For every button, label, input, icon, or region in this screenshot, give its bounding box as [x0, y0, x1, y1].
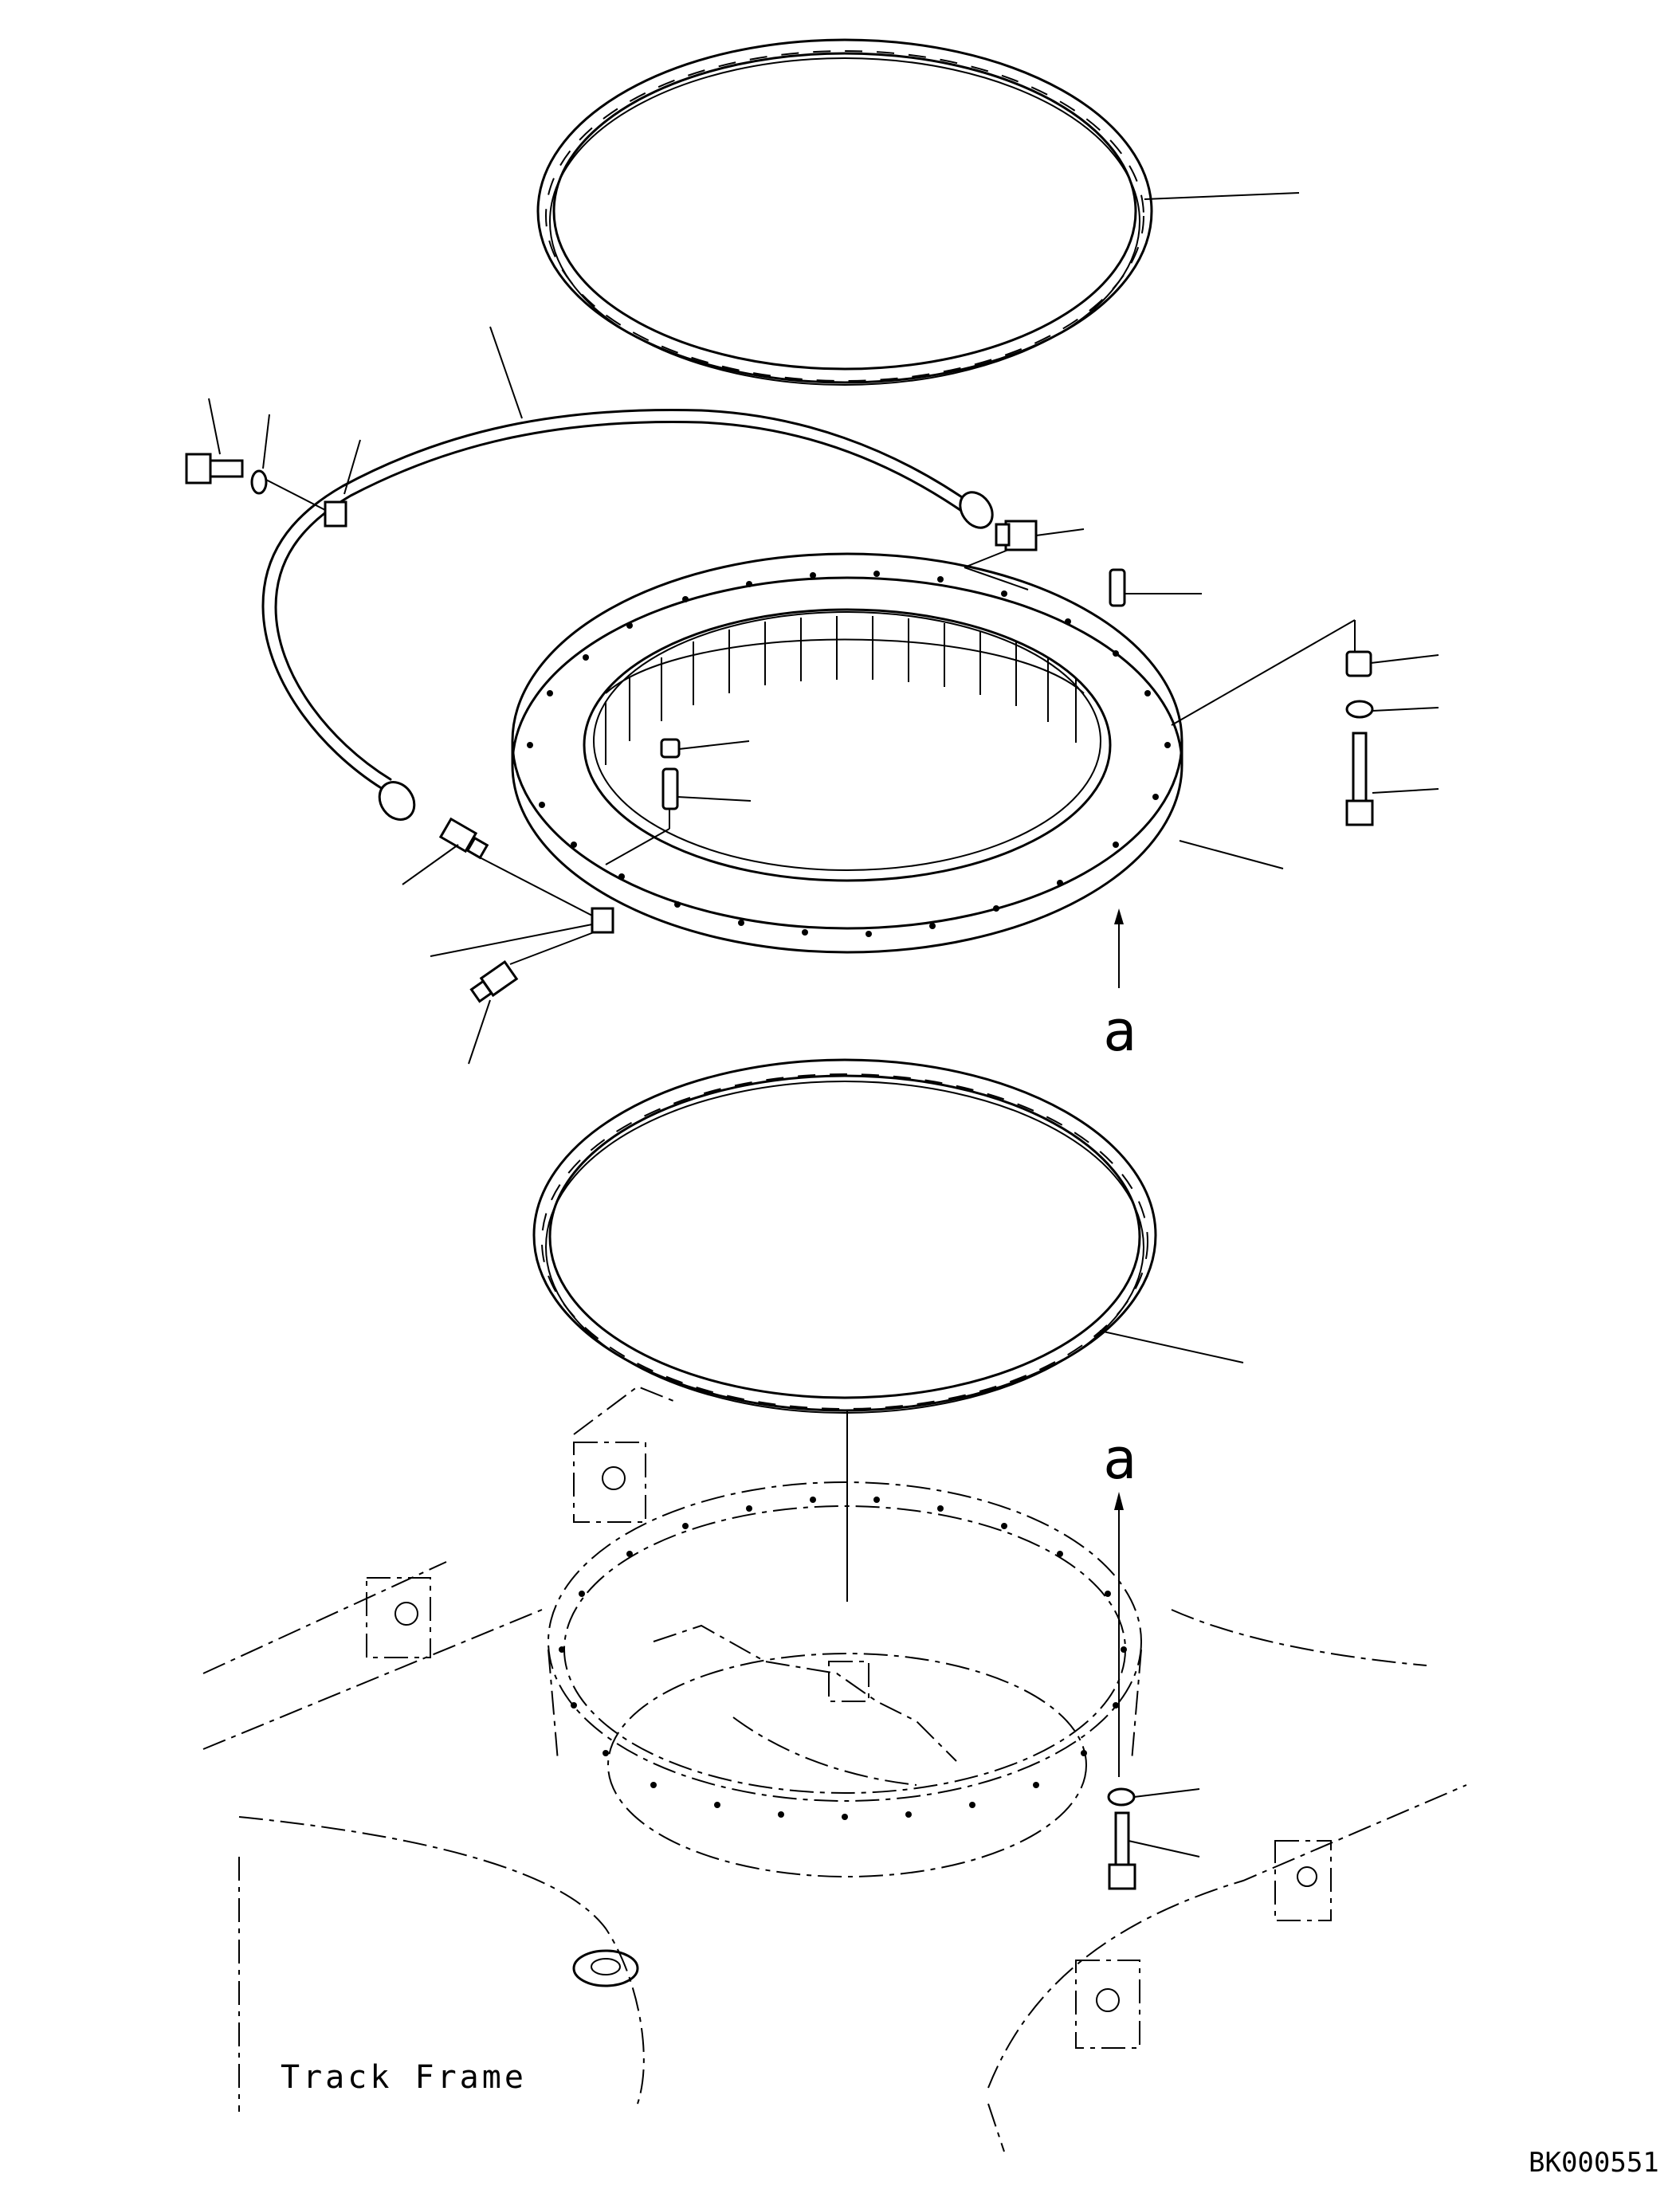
track-frame	[202, 1385, 1467, 2152]
leader-grease-fitting-block	[430, 924, 593, 957]
view-arrow-upper-label: a	[1103, 998, 1136, 1064]
upper-elbow-fitting[interactable]	[995, 520, 1038, 551]
leader-upper-elbow	[1035, 528, 1085, 536]
clamp-washer[interactable]	[250, 469, 268, 495]
upper-seal-ring[interactable]	[536, 38, 1153, 386]
leader-clamp-washer	[262, 414, 270, 469]
grease-fitting-block[interactable]	[591, 907, 614, 934]
bushing-inner[interactable]	[660, 738, 681, 759]
fastener-bracket-guide	[1171, 619, 1356, 726]
clamp-bolt[interactable]	[185, 453, 244, 485]
leader-grease-tube	[489, 326, 523, 419]
dowel-pin-upper-right[interactable]	[1109, 568, 1126, 607]
tube-clamp[interactable]	[262, 477, 347, 528]
grease-fitting-guide	[477, 856, 595, 917]
hardened-washer[interactable]	[1345, 700, 1374, 719]
mounting-bolt-upper[interactable]	[1345, 732, 1374, 826]
lower-seal-ring[interactable]	[532, 1058, 1157, 1414]
leader-lower-seal-ring	[1099, 1330, 1244, 1363]
leader-hardened-washer	[1372, 707, 1439, 712]
leader-clamp-bolt	[208, 398, 221, 455]
swing-circle-bearing[interactable]	[511, 552, 1183, 954]
upper-elbow-guide-2	[964, 567, 1029, 590]
dowel-pin-inner[interactable]	[661, 767, 679, 810]
hardened-washer-lower[interactable]	[1107, 1787, 1136, 1807]
drawing-code-label: BK000551	[1529, 2147, 1659, 2179]
view-arrow-lower	[1114, 1492, 1124, 1777]
mounting-bolt-lower[interactable]	[1108, 1811, 1136, 1890]
leader-tube-clamp	[343, 439, 361, 495]
leader-hardened-washer-lower	[1133, 1788, 1200, 1798]
view-arrow-upper	[1114, 908, 1124, 988]
track-frame-label: Track Frame	[281, 2059, 527, 2096]
grease-fitting-lower[interactable]	[469, 959, 519, 1003]
grease-fitting-straight[interactable]	[438, 817, 489, 860]
view-arrow-lower-label: a	[1103, 1426, 1136, 1492]
upper-elbow-guide	[964, 549, 1009, 568]
leader-grease-fitting-straight	[402, 844, 459, 885]
leader-grease-fitting-lower	[468, 999, 491, 1065]
leader-mounting-bolt-lower	[1128, 1840, 1200, 1858]
leader-upper-seal-ring	[1144, 192, 1300, 200]
leader-swing-circle	[1179, 840, 1284, 869]
grease-fitting-lower-guide	[509, 932, 595, 965]
spacer-collar[interactable]	[1345, 650, 1372, 677]
leader-mounting-bolt-upper	[1372, 788, 1439, 794]
leader-dowel-pin-inner	[677, 796, 752, 802]
grease-tube[interactable]	[261, 409, 999, 826]
dowel-pin-inner-guide-2	[605, 828, 670, 865]
leader-spacer-collar	[1370, 654, 1439, 664]
leader-bushing-inner	[678, 740, 750, 750]
